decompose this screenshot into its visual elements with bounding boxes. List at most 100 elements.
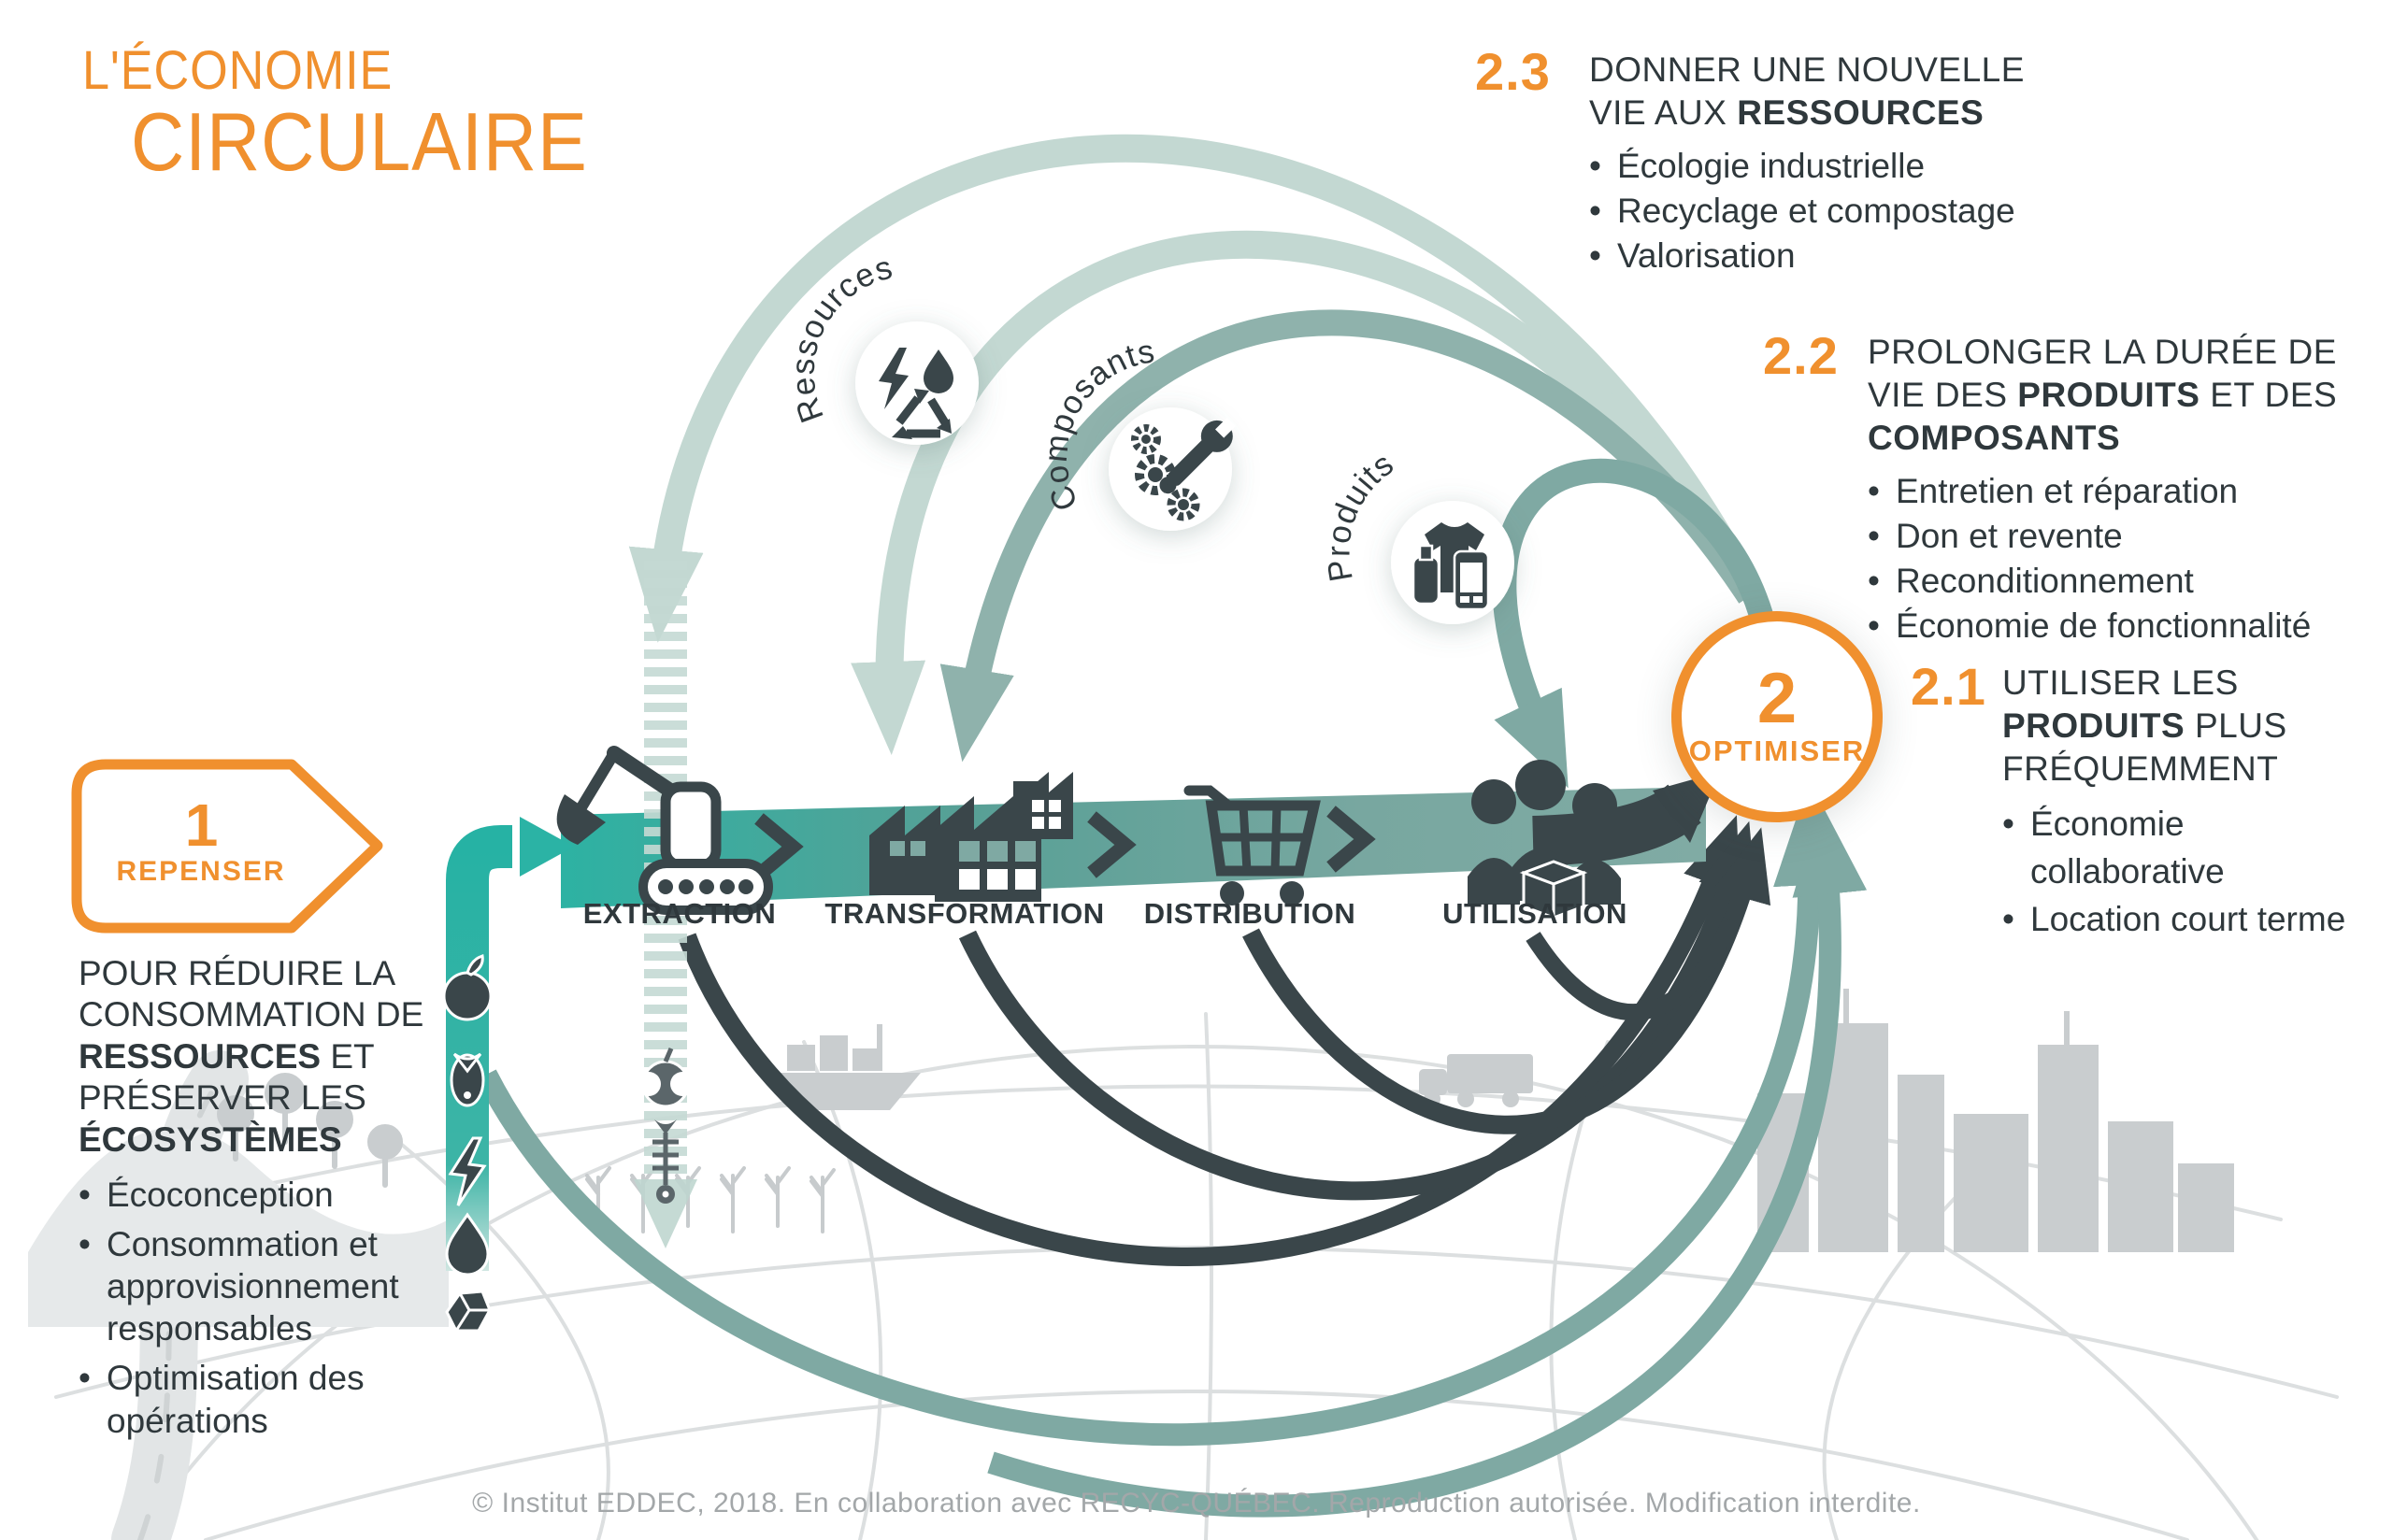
recycle-icon — [892, 389, 952, 439]
bullet-text: Entretien et réparation — [1896, 471, 2239, 510]
footer-credit: © Institut EDDEC, 2018. En collaboration… — [472, 1488, 1921, 1519]
section-2-2-heading-mid: ET DES — [2200, 375, 2338, 414]
section-2-2-number: 2.2 — [1763, 326, 1839, 385]
section-2-2-heading: PROLONGER LA DURÉE DE VIE DES PRODUITS E… — [1868, 331, 2354, 460]
section-2-3-heading: DONNER UNE NOUVELLE VIE AUX RESSOURCES — [1589, 49, 2061, 135]
step2-label: OPTIMISER — [1688, 734, 1866, 768]
box-icon — [1519, 860, 1588, 920]
wheat-field — [585, 1166, 836, 1233]
bullet-text: Recyclage et compostage — [1617, 191, 2015, 230]
loop-label-produits: Produits — [1320, 445, 1399, 584]
bullet-dot: • — [1589, 146, 1601, 185]
station-label-transformation: TRANSFORMATION — [824, 897, 1105, 930]
station-label-utilisation: UTILISATION — [1442, 897, 1627, 930]
arc-distribution-to-optimiser — [1242, 827, 1771, 1134]
list-item: •Écoconception — [79, 1174, 445, 1216]
apple-icon — [442, 954, 493, 1021]
factory-icon — [869, 772, 1073, 902]
section-2-1-heading: UTILISER LES PRODUITS PLUS FRÉQUEMMENT — [2002, 662, 2346, 791]
list-item: • Don et revente — [1868, 514, 2354, 559]
bullet-text: Économie de fonctionnalité — [1896, 606, 2312, 645]
bullet-dot: • — [1589, 235, 1601, 275]
chevron-2 — [1087, 811, 1137, 878]
waste-column — [634, 561, 697, 1248]
gears-icon — [1131, 424, 1200, 521]
list-item: •Recyclage et compostage — [1589, 189, 2061, 234]
phone-icon — [1453, 549, 1490, 611]
list-item: • Entretien et réparation — [1868, 469, 2354, 514]
list-item: •Optimisation des opérations — [79, 1357, 445, 1441]
products-icons — [1411, 522, 1490, 611]
station-icons — [556, 746, 1621, 920]
mineral-icon — [445, 1290, 492, 1333]
chevron-3 — [1326, 806, 1376, 873]
step1-description-text: POUR RÉDUIRE LA CONSOMMATION DE RESSOURC… — [79, 953, 445, 1161]
section-2-1-heading-pre: UTILISER LES — [2002, 663, 2239, 702]
section-2-2: PROLONGER LA DURÉE DE VIE DES PRODUITS E… — [1868, 331, 2354, 649]
step1-description: POUR RÉDUIRE LA CONSOMMATION DE RESSOURC… — [79, 953, 445, 1449]
bottle-icon — [1411, 544, 1440, 606]
arc-resources-return — [851, 230, 1751, 755]
station-label-distribution: DISTRIBUTION — [1143, 897, 1356, 930]
section-2-3-number: 2.3 — [1475, 42, 1551, 101]
wrench-icon — [1159, 417, 1236, 494]
repenser-arrow-shape — [71, 759, 383, 934]
section-2-1-heading-post: PLUS FRÉQUEMMENT — [2002, 706, 2287, 788]
shopping-cart-icon — [1183, 785, 1321, 905]
step2-number: 2 — [1756, 658, 1798, 738]
list-item: •Valorisation — [1589, 234, 2061, 278]
step1-label: REPENSER — [116, 856, 286, 887]
arc-resources-outer — [628, 134, 1737, 643]
section-2-3-heading-bold: RESSOURCES — [1737, 93, 1985, 132]
hills — [28, 1127, 449, 1327]
step1-desc-bold1: RESSOURCES — [79, 1036, 322, 1076]
list-item: •Reconditionnement — [1868, 559, 2354, 604]
return-arcs — [476, 134, 1868, 1518]
section-2-2-heading-pre: PROLONGER LA DURÉE DE VIE DES — [1868, 333, 2337, 414]
bullet-text: Reconditionnement — [1896, 561, 2194, 600]
section-2-3-bullets: •Écologie industrielle •Recyclage et com… — [1589, 144, 2061, 278]
bullet-text: Écologie industrielle — [1617, 146, 1926, 185]
section-2-1-number: 2.1 — [1911, 657, 1986, 716]
bullet-dot: • — [79, 1359, 91, 1398]
station-label-extraction: EXTRACTION — [582, 897, 777, 930]
step2-optimiser-circle: 2 OPTIMISER — [1671, 611, 1883, 822]
arc-extraction-to-optimiser — [678, 815, 1741, 1266]
loop-label-produits-text: Produits — [1320, 445, 1400, 584]
arc-components-return — [939, 309, 1761, 763]
bullet-text: Location court terme — [2030, 899, 2346, 938]
arc-utilisation-to-optimiser — [1526, 917, 1740, 1021]
list-item: • Écologie industrielle — [1589, 144, 2061, 189]
step1-desc-mid: ET PRÉSERVER LES — [79, 1036, 374, 1118]
page-title-line1: L'ÉCONOMIE — [82, 40, 394, 101]
section-2-1: UTILISER LES PRODUITS PLUS FRÉQUEMMENT •… — [2002, 662, 2346, 943]
bullet-dot: • — [79, 1225, 91, 1264]
section-2-2-heading-bold1: PRODUITS — [2017, 375, 2200, 414]
lightning-icon — [448, 1136, 487, 1206]
bullet-dot: • — [2002, 899, 2014, 938]
resources-icons — [879, 348, 953, 439]
list-item: • Location court terme — [2002, 895, 2346, 943]
chevron-1 — [754, 813, 804, 880]
section-2-1-heading-bold: PRODUITS — [2002, 706, 2185, 745]
bullet-text: Don et revente — [1896, 516, 2123, 555]
bullet-dot: • — [1868, 606, 1880, 645]
list-item: • Économie de fonctionnalité — [1868, 604, 2354, 649]
users-box-icon — [1468, 760, 1621, 920]
arc-bottom-teal-2 — [987, 801, 1868, 1518]
arc-products-return — [1492, 458, 1773, 789]
section-2-1-bullets: • Économie collaborative • Location court … — [2002, 800, 2346, 943]
bullet-dot: • — [2002, 804, 2014, 843]
bullet-dot: • — [1868, 471, 1880, 510]
energy-icon — [879, 348, 909, 409]
bullet-text: Économie collaborative — [2030, 804, 2225, 891]
arc-bottom-teal-1 — [476, 791, 1848, 1446]
bullet-dot: • — [1868, 516, 1880, 555]
section-2-2-bullets: • Entretien et réparation • Don et revente… — [1868, 469, 2354, 649]
step1-bullets: •Écoconception •Consommation et approvis… — [79, 1174, 445, 1442]
list-item: •Consommation et approvisionnement respo… — [79, 1223, 445, 1349]
drop-icon — [924, 349, 953, 393]
bullet-text: Écoconception — [107, 1175, 334, 1214]
step1-desc-bold2: ÉCOSYSTÈMES — [79, 1119, 342, 1159]
